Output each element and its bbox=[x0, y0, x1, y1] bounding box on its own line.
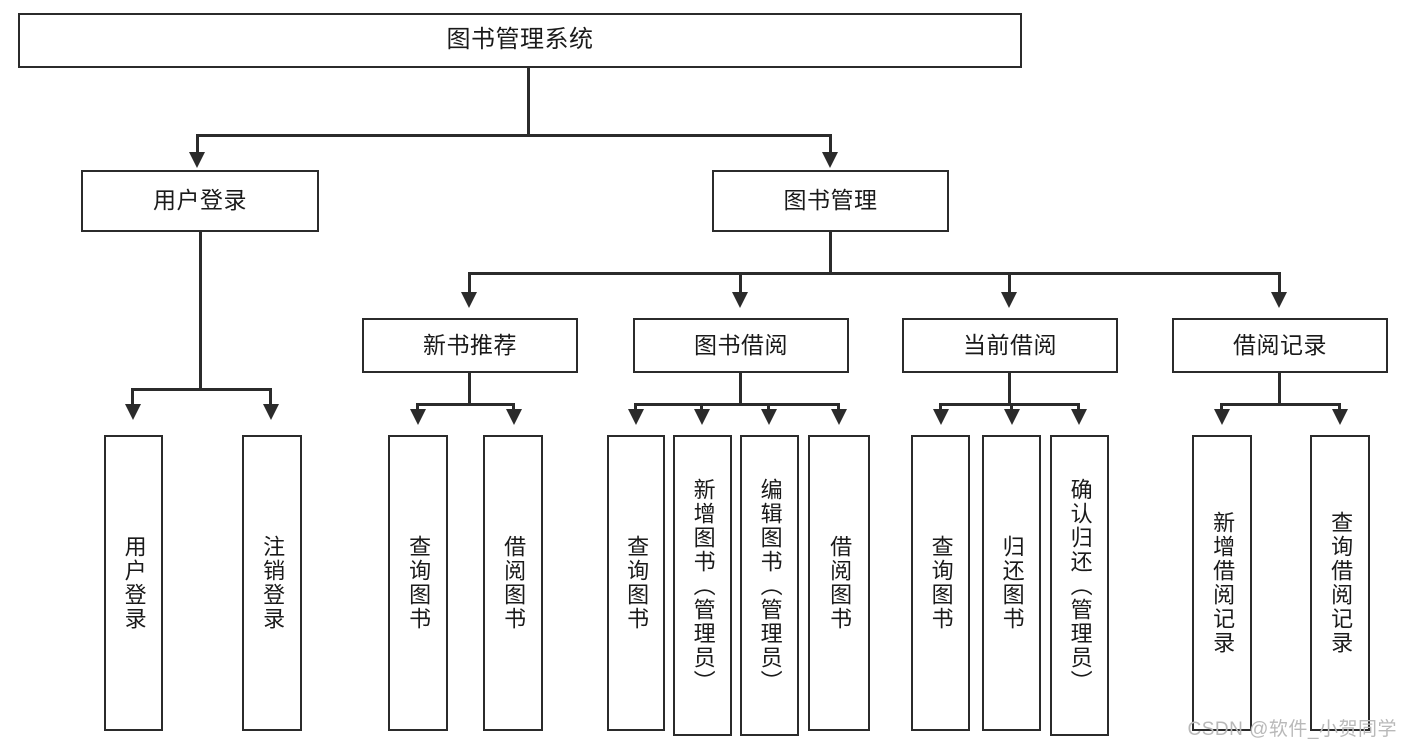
node-label: 编辑图书（管理员） bbox=[757, 477, 783, 694]
leaf-current-return-book[interactable]: 归还图书 bbox=[982, 435, 1041, 731]
edge-recommend-stem bbox=[468, 373, 471, 405]
node-label: 查询借阅记录 bbox=[1328, 511, 1354, 655]
node-label: 查询图书 bbox=[624, 535, 650, 631]
arrow-to-leaf-borrow-edit bbox=[761, 409, 777, 425]
edge-currentborrow-drop-1 bbox=[939, 403, 942, 411]
arrow-to-leaf-user-logout bbox=[263, 404, 279, 420]
leaf-recommend-query-book[interactable]: 查询图书 bbox=[388, 435, 448, 731]
edge-root-bus bbox=[196, 134, 831, 137]
edge-recommend-drop-1 bbox=[416, 403, 419, 411]
arrow-to-borrow-record bbox=[1271, 292, 1287, 308]
leaf-borrow-add-book-admin[interactable]: 新增图书（管理员） bbox=[673, 435, 732, 736]
arrow-to-current-borrow bbox=[1001, 292, 1017, 308]
leaf-current-query-book[interactable]: 查询图书 bbox=[911, 435, 970, 731]
leaf-borrow-borrow-book[interactable]: 借阅图书 bbox=[808, 435, 870, 731]
edge-userlogin-bus bbox=[131, 388, 271, 391]
edge-bookmgmt-bus bbox=[468, 272, 1280, 275]
leaf-user-login[interactable]: 用户登录 bbox=[104, 435, 163, 731]
edge-userlogin-drop-2 bbox=[269, 388, 272, 406]
leaf-current-confirm-return-admin[interactable]: 确认归还（管理员） bbox=[1050, 435, 1109, 736]
edge-root-drop-left bbox=[196, 134, 199, 154]
node-label: 用户登录 bbox=[121, 535, 147, 631]
node-label: 借阅图书 bbox=[501, 535, 527, 631]
edge-currentborrow-bus bbox=[939, 403, 1079, 406]
edge-bookborrow-drop-4 bbox=[837, 403, 840, 411]
edge-bookborrow-drop-1 bbox=[634, 403, 637, 411]
edge-bookborrow-bus bbox=[634, 403, 839, 406]
arrow-to-leaf-borrow-query bbox=[628, 409, 644, 425]
node-label: 借阅图书 bbox=[827, 535, 853, 631]
arrow-to-leaf-borrow-add bbox=[694, 409, 710, 425]
node-label: 注销登录 bbox=[260, 535, 286, 631]
edge-borrowrecord-drop-2 bbox=[1338, 403, 1341, 411]
leaf-record-query-record[interactable]: 查询借阅记录 bbox=[1310, 435, 1370, 731]
arrow-to-leaf-recommend-query bbox=[410, 409, 426, 425]
edge-bookborrow-drop-2 bbox=[700, 403, 703, 411]
node-current-borrow[interactable]: 当前借阅 bbox=[902, 318, 1118, 373]
arrow-to-leaf-record-query bbox=[1332, 409, 1348, 425]
node-label: 图书管理 bbox=[783, 187, 878, 214]
node-label: 图书管理系统 bbox=[446, 26, 594, 54]
leaf-recommend-borrow-book[interactable]: 借阅图书 bbox=[483, 435, 543, 731]
node-root-system[interactable]: 图书管理系统 bbox=[18, 13, 1022, 68]
node-label: 归还图书 bbox=[999, 535, 1025, 631]
arrow-to-leaf-borrow-borrow bbox=[831, 409, 847, 425]
node-book-borrow[interactable]: 图书借阅 bbox=[633, 318, 849, 373]
edge-userlogin-drop-1 bbox=[131, 388, 134, 406]
edge-bookmgmt-drop-3 bbox=[1008, 272, 1011, 294]
node-label: 借阅记录 bbox=[1233, 331, 1327, 358]
arrow-to-leaf-record-add bbox=[1214, 409, 1230, 425]
node-user-login[interactable]: 用户登录 bbox=[81, 170, 319, 232]
node-label: 用户登录 bbox=[153, 187, 247, 214]
arrow-to-leaf-current-confirm bbox=[1071, 409, 1087, 425]
edge-bookmgmt-stem bbox=[829, 232, 832, 274]
leaf-borrow-query-book[interactable]: 查询图书 bbox=[607, 435, 665, 731]
edge-borrowrecord-bus bbox=[1220, 403, 1340, 406]
edge-bookborrow-stem bbox=[739, 373, 742, 405]
node-label: 确认归还（管理员） bbox=[1067, 477, 1093, 694]
edge-root-drop-right bbox=[829, 134, 832, 154]
edge-userlogin-stem bbox=[199, 232, 202, 390]
edge-recommend-drop-2 bbox=[512, 403, 515, 411]
node-label: 新增图书（管理员） bbox=[690, 477, 716, 694]
node-borrow-record[interactable]: 借阅记录 bbox=[1172, 318, 1388, 373]
watermark-text: CSDN @软件_小贺同学 bbox=[1187, 719, 1397, 740]
edge-root-stem bbox=[527, 68, 530, 136]
node-label: 查询图书 bbox=[928, 535, 954, 631]
node-label: 当前借阅 bbox=[963, 331, 1057, 358]
leaf-record-add-record[interactable]: 新增借阅记录 bbox=[1192, 435, 1252, 731]
node-new-book-recommend[interactable]: 新书推荐 bbox=[362, 318, 578, 373]
node-label: 图书借阅 bbox=[694, 331, 788, 358]
edge-bookborrow-drop-3 bbox=[767, 403, 770, 411]
edge-bookmgmt-drop-2 bbox=[739, 272, 742, 294]
edge-currentborrow-stem bbox=[1008, 373, 1011, 405]
leaf-borrow-edit-book-admin[interactable]: 编辑图书（管理员） bbox=[740, 435, 799, 736]
arrow-to-leaf-recommend-borrow bbox=[506, 409, 522, 425]
arrow-to-user-login bbox=[189, 152, 205, 168]
arrow-to-new-book-recommend bbox=[461, 292, 477, 308]
node-label: 查询图书 bbox=[406, 535, 432, 631]
leaf-user-logout[interactable]: 注销登录 bbox=[242, 435, 302, 731]
node-label: 新增借阅记录 bbox=[1210, 511, 1236, 655]
edge-recommend-bus bbox=[416, 403, 514, 406]
node-label: 新书推荐 bbox=[423, 331, 517, 358]
arrow-to-leaf-current-return bbox=[1004, 409, 1020, 425]
edge-bookmgmt-drop-4 bbox=[1278, 272, 1281, 294]
arrow-to-leaf-user-login bbox=[125, 404, 141, 420]
edge-borrowrecord-drop-1 bbox=[1220, 403, 1223, 411]
arrow-to-book-management bbox=[822, 152, 838, 168]
node-book-management[interactable]: 图书管理 bbox=[712, 170, 949, 232]
edge-bookmgmt-drop-1 bbox=[468, 272, 471, 294]
edge-currentborrow-drop-2 bbox=[1010, 403, 1013, 411]
edge-currentborrow-drop-3 bbox=[1077, 403, 1080, 411]
edge-borrowrecord-stem bbox=[1278, 373, 1281, 405]
arrow-to-leaf-current-query bbox=[933, 409, 949, 425]
arrow-to-book-borrow bbox=[732, 292, 748, 308]
